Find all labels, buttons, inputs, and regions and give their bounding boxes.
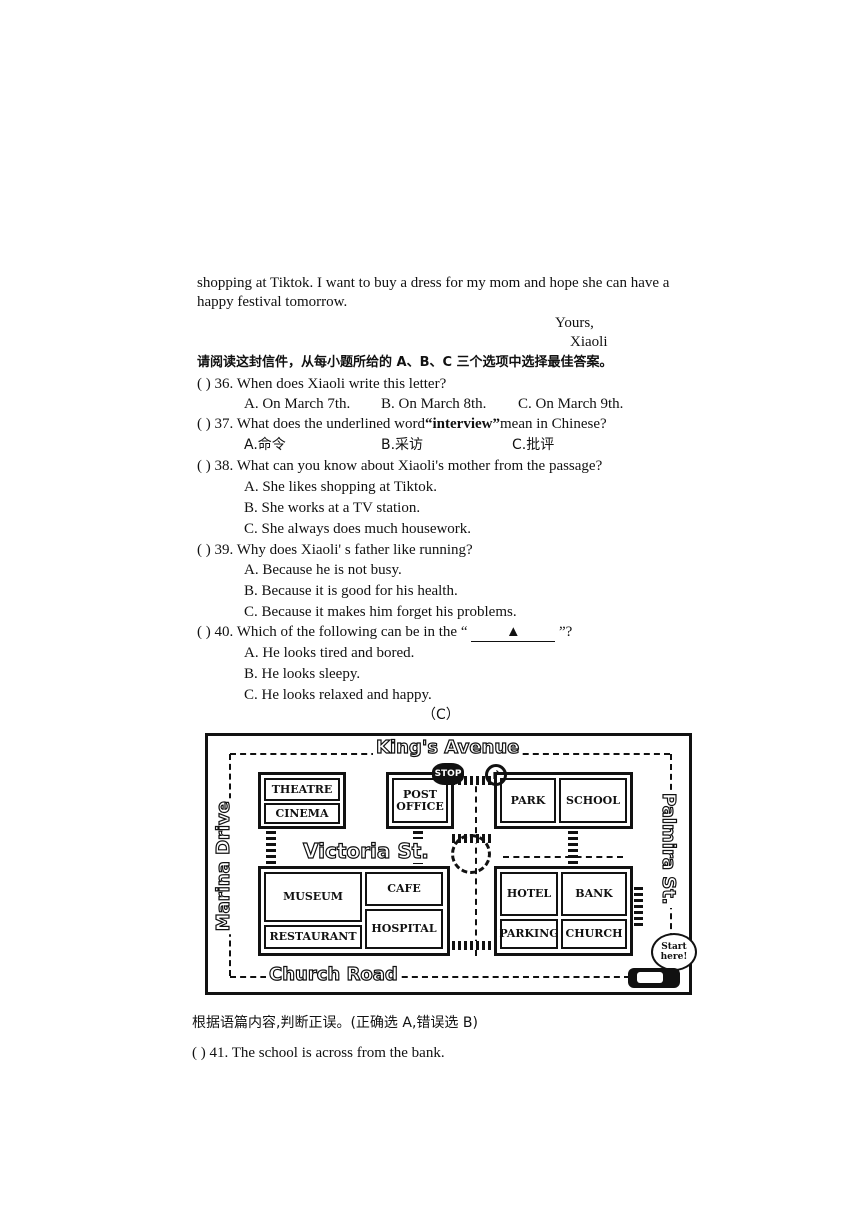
place-hospital[interactable]: HOSPITAL <box>365 909 443 949</box>
town-map: THEATRE CINEMA POST OFFICE PARK SCHOOL M… <box>205 733 697 995</box>
option-38-c: C. She always does much housework. <box>244 521 472 537</box>
question-stem: 37. What does the underlined word <box>214 416 426 432</box>
place-restaurant[interactable]: RESTAURANT <box>264 925 362 949</box>
block-post-office: POST OFFICE <box>386 772 454 829</box>
road-line <box>230 976 630 978</box>
letter-closing: Yours, <box>555 315 594 331</box>
roundabout-icon <box>451 834 491 874</box>
place-museum[interactable]: MUSEUM <box>264 872 362 922</box>
option-39-b: B. Because it is good for his health. <box>244 583 458 599</box>
option-36-b: B. On March 8th. <box>381 396 487 412</box>
option-39-a: A. Because he is not busy. <box>244 562 402 578</box>
option-37-a: A.命令 <box>244 437 286 453</box>
option-37-c: C.批评 <box>512 437 555 453</box>
question-stem-end: mean in Chinese? <box>500 416 607 432</box>
street-marina-drive: Marina Drive <box>212 798 235 935</box>
block-theatre-cinema: THEATRE CINEMA <box>258 772 346 829</box>
place-church[interactable]: CHURCH <box>561 919 627 949</box>
instructions-reading: 请阅读这封信件，从每小题所给的 A、B、C 三个选项中选择最佳答案。 <box>197 355 613 370</box>
section-label: （C） <box>422 707 460 723</box>
block-park-school: PARK SCHOOL <box>494 772 633 829</box>
question-37: ( ) 37. What does the underlined word“in… <box>197 415 607 433</box>
crosswalk <box>568 830 578 864</box>
option-36-c: C. On March 9th. <box>518 396 624 412</box>
answer-bracket[interactable]: ( ) <box>197 458 211 474</box>
letter-line-1: shopping at Tiktok. I want to buy a dres… <box>197 275 670 291</box>
blank-mark: ▲ <box>471 623 556 642</box>
street-church-road: Church Road <box>266 963 401 986</box>
place-post-office[interactable]: POST OFFICE <box>392 778 448 823</box>
answer-bracket[interactable]: ( ) <box>197 542 211 558</box>
crosswalk <box>452 776 492 785</box>
crosswalk <box>266 830 276 864</box>
option-38-b: B. She works at a TV station. <box>244 500 421 516</box>
answer-bracket[interactable]: ( ) <box>197 624 211 640</box>
place-parking[interactable]: PARKING <box>499 919 559 949</box>
question-stem: 36. When does Xiaoli write this letter? <box>214 376 447 392</box>
option-40-c: C. He looks relaxed and happy. <box>244 687 432 703</box>
option-36-a: A. On March 7th. <box>244 396 351 412</box>
answer-bracket[interactable]: ( ) <box>192 1045 206 1061</box>
option-39-c: C. Because it makes him forget his probl… <box>244 604 517 620</box>
letter-signature: Xiaoli <box>570 334 608 350</box>
place-cafe[interactable]: CAFE <box>365 872 443 906</box>
instructions-true-false: 根据语篇内容,判断正误。(正确选 A,错误选 B) <box>192 1015 478 1031</box>
question-stem: 38. What can you know about Xiaoli's mot… <box>214 458 603 474</box>
start-here-bubble: Start here! <box>651 933 697 971</box>
place-park[interactable]: PARK <box>500 778 556 823</box>
question-36: ( ) 36. When does Xiaoli write this lett… <box>197 375 446 393</box>
question-stem-end: ”? <box>559 624 573 640</box>
place-school[interactable]: SCHOOL <box>559 778 627 823</box>
question-38: ( ) 38. What can you know about Xiaoli's… <box>197 457 602 475</box>
block-hotel-church: HOTEL BANK PARKING CHURCH <box>494 866 633 956</box>
option-38-a: A. She likes shopping at Tiktok. <box>244 479 437 495</box>
letter-line-2: happy festival tomorrow. <box>197 294 348 310</box>
question-stem: 39. Why does Xiaoli' s father like runni… <box>214 542 473 558</box>
answer-bracket[interactable]: ( ) <box>197 416 211 432</box>
no-turn-sign-icon: ↱ <box>485 764 507 786</box>
street-victoria-st: Victoria St. <box>300 838 432 864</box>
answer-bracket[interactable]: ( ) <box>197 376 211 392</box>
option-40-b: B. He looks sleepy. <box>244 666 361 682</box>
place-bank[interactable]: BANK <box>561 872 627 916</box>
question-stem: 40. Which of the following can be in the… <box>214 624 468 640</box>
car-icon <box>628 968 680 988</box>
question-stem: 41. The school is across from the bank. <box>209 1045 445 1061</box>
block-museum-hospital: MUSEUM CAFE RESTAURANT HOSPITAL <box>258 866 450 956</box>
option-37-b: B.采访 <box>381 437 424 453</box>
street-palmira-st: Palmira St. <box>657 790 680 908</box>
road-line <box>503 856 623 858</box>
underlined-word: “interview” <box>425 416 500 432</box>
option-40-a: A. He looks tired and bored. <box>244 645 415 661</box>
street-kings-avenue: King's Avenue <box>373 736 523 759</box>
question-40: ( ) 40. Which of the following can be in… <box>197 623 572 642</box>
place-theatre[interactable]: THEATRE <box>264 778 340 801</box>
question-41: ( ) 41. The school is across from the ba… <box>192 1044 445 1062</box>
question-39: ( ) 39. Why does Xiaoli' s father like r… <box>197 541 473 559</box>
place-cinema[interactable]: CINEMA <box>264 803 340 824</box>
crosswalk <box>452 941 492 950</box>
crosswalk <box>634 886 643 926</box>
stop-sign-icon: STOP <box>432 763 464 785</box>
place-hotel[interactable]: HOTEL <box>500 872 558 916</box>
